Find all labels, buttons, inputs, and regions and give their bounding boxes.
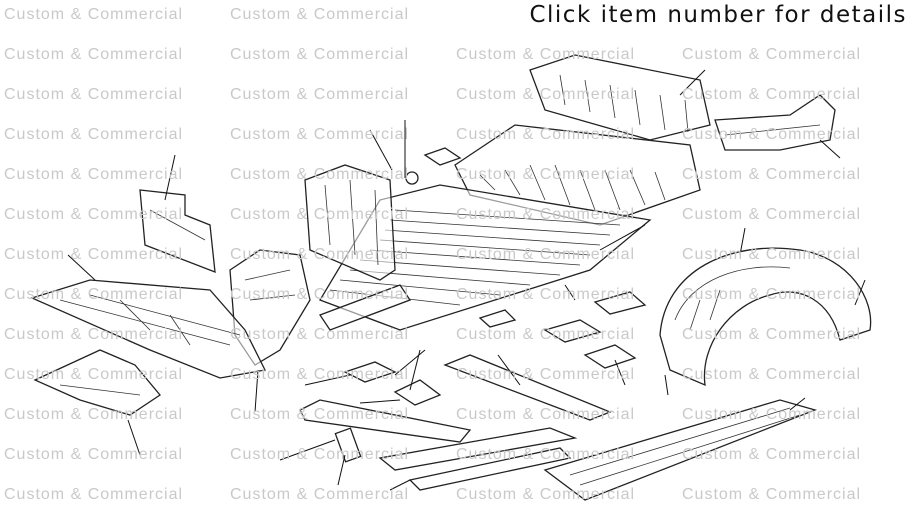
part-wheel-arch-outer-right[interactable]: [659, 247, 872, 387]
instruction-header: Click item number for details: [529, 2, 907, 28]
part-side-sill-right[interactable]: [543, 399, 818, 501]
part-bulkhead[interactable]: [304, 164, 396, 281]
part-side-panel-left[interactable]: [139, 189, 216, 273]
part-rear-side-rail[interactable]: [319, 284, 411, 331]
part-crossmember-assembly[interactable]: [299, 354, 612, 491]
part-rear-crossmember[interactable]: [714, 94, 836, 151]
part-plug[interactable]: [405, 171, 419, 185]
part-small-bracket-top[interactable]: [423, 147, 462, 166]
part-brackets-center[interactable]: [343, 291, 647, 406]
part-toe-panel[interactable]: [33, 349, 161, 416]
part-front-floor-panel[interactable]: [30, 279, 266, 379]
part-rear-header-panel[interactable]: [529, 54, 711, 141]
leader-lines: [67, 69, 866, 491]
